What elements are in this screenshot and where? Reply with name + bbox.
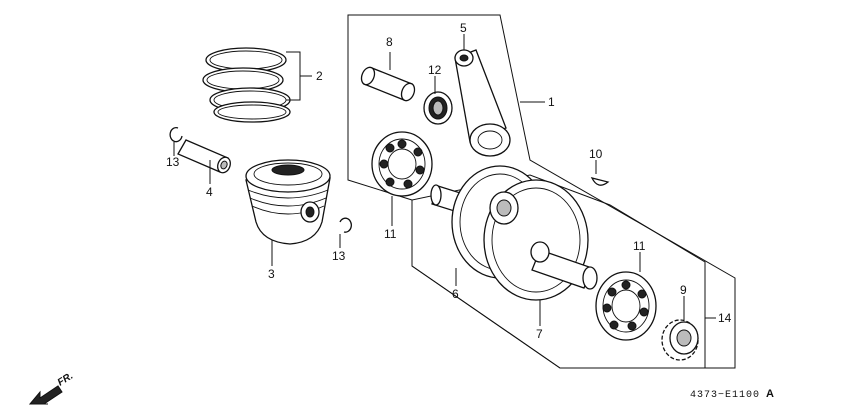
woodruff-key (590, 177, 610, 186)
callout-11-left: 11 (384, 227, 397, 241)
front-direction-arrow: FR. (28, 371, 75, 405)
needle-bearing (423, 91, 453, 125)
ball-bearing-left (371, 131, 433, 197)
ball-bearing-right (595, 271, 657, 341)
leader-lines (173, 34, 716, 326)
drawing-revision: A (766, 388, 774, 400)
callout-3: 3 (268, 267, 275, 281)
crankshaft (430, 165, 598, 301)
callout-numbers: 1 2 3 4 5 6 7 8 9 10 11 11 12 13 13 14 (166, 21, 732, 341)
callout-13-right: 13 (332, 249, 346, 263)
connecting-rod (454, 49, 511, 157)
piston (245, 159, 331, 245)
crank-pin (360, 66, 416, 102)
callout-7: 7 (536, 327, 543, 341)
callout-9: 9 (680, 283, 687, 297)
circlip-left (169, 127, 183, 143)
circlip-right (339, 217, 352, 233)
callout-8: 8 (386, 35, 393, 49)
front-direction-label: FR. (56, 371, 75, 389)
callout-10: 10 (589, 147, 603, 161)
drawing-code: 4373−E1100 (690, 390, 760, 401)
callout-2: 2 (316, 69, 323, 83)
callout-14: 14 (718, 311, 732, 325)
callout-11-right: 11 (633, 239, 646, 253)
piston-pin (177, 139, 231, 174)
callout-5: 5 (460, 21, 467, 35)
callout-6: 6 (452, 287, 459, 301)
callout-13-left: 13 (166, 155, 180, 169)
callout-4: 4 (206, 185, 213, 199)
callout-12: 12 (428, 63, 442, 77)
piston-rings (202, 47, 291, 123)
callout-1: 1 (548, 95, 555, 109)
timing-sprocket (661, 319, 699, 361)
